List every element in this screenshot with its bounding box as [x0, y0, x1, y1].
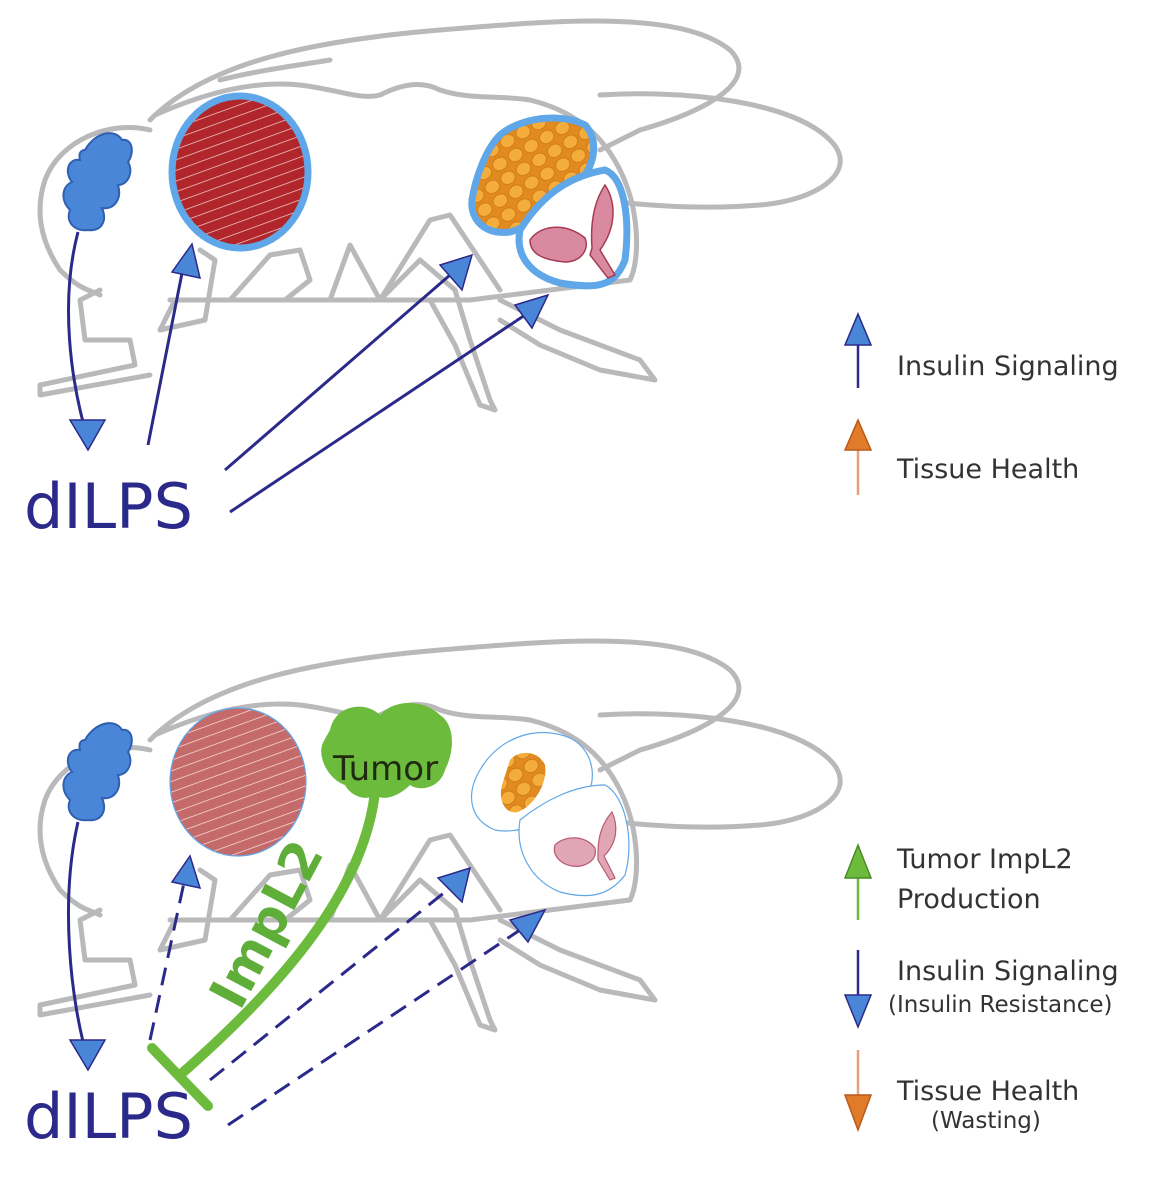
arrow-head-to-fat-body	[438, 253, 474, 292]
muscle-tissue-wasted	[169, 707, 307, 857]
fat-cells-small	[500, 752, 546, 813]
legend-healthy: Insulin Signaling Tissue Health	[843, 312, 1119, 495]
legend-item-tissue-up: Tissue Health	[843, 418, 1079, 495]
svg-text:(Insulin Resistance): (Insulin Resistance)	[888, 992, 1112, 1018]
arrow-down-orange-icon	[843, 1094, 873, 1133]
legend-item-impl2-up: Tumor ImpL2 Production	[843, 842, 1073, 920]
gut-tissue	[529, 183, 617, 279]
svg-text:Tumor ImpL2: Tumor ImpL2	[896, 844, 1073, 875]
brain-ipc-cluster	[62, 132, 133, 232]
arrow-head-to-dilps	[68, 1039, 107, 1072]
tumor-label: Tumor	[332, 749, 438, 789]
arrow-head-to-muscle	[170, 854, 202, 890]
panel-tumor: Tumor ImpL2 dILPS Tumor ImpL2 Pro	[24, 638, 1119, 1153]
dilps-label: dILPS	[24, 470, 193, 543]
fly-outline	[37, 638, 843, 1033]
legend-tumor: Tumor ImpL2 Production Insulin Signaling…	[843, 842, 1119, 1134]
dilps-label: dILPS	[24, 1080, 193, 1153]
reduced-signaling-arrows	[148, 854, 547, 1127]
arrow-down-blue-icon	[843, 994, 873, 1029]
legend-item-insulin-up: Insulin Signaling	[843, 312, 1119, 388]
arrow-head-to-gut	[508, 908, 547, 944]
arrow-head-to-dilps	[68, 419, 107, 452]
svg-text:Tissue Health: Tissue Health	[896, 1076, 1079, 1107]
arrow-up-blue-icon	[843, 312, 873, 346]
panel-healthy: dILPS Insulin Signaling Tissue Health	[24, 18, 1119, 543]
arrow-up-orange-icon	[843, 418, 873, 451]
legend-item-tissue-down: Tissue Health (Wasting)	[843, 1050, 1079, 1134]
signaling-arrows	[67, 231, 550, 514]
legend-item-insulin-down: Insulin Signaling (Insulin Resistance)	[843, 950, 1119, 1029]
muscle-tissue	[168, 92, 312, 252]
svg-text:Insulin Signaling: Insulin Signaling	[897, 956, 1119, 987]
svg-text:(Wasting): (Wasting)	[931, 1108, 1041, 1134]
arrow-head-to-gut	[513, 293, 550, 330]
tumor	[321, 702, 452, 798]
arrow-head-to-muscle	[170, 242, 202, 279]
arrow-head-to-fat-body	[436, 866, 472, 904]
svg-text:Tissue Health: Tissue Health	[896, 454, 1079, 485]
gut-tissue	[553, 810, 617, 881]
svg-text:Production: Production	[897, 884, 1041, 915]
fly-outline	[37, 18, 843, 413]
arrow-up-green-icon	[843, 842, 873, 879]
brain-ipc-cluster	[62, 722, 133, 822]
svg-text:Insulin Signaling: Insulin Signaling	[897, 351, 1119, 382]
